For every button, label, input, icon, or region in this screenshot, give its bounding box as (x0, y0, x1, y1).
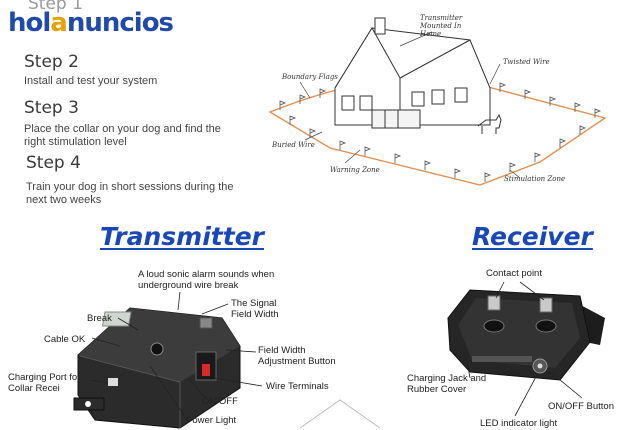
label-wire-terminals: Wire Terminals (266, 381, 329, 392)
step-3-title: Step 3 (24, 98, 79, 118)
label-charging-port: Charging Port for Collar Recei (8, 372, 81, 394)
label-on-off: ON/OFF (202, 396, 238, 407)
logo-part-1: hol (8, 8, 51, 38)
label-cable-ok: Cable OK (44, 334, 86, 345)
label-break: Break (87, 313, 112, 324)
site-logo[interactable]: holanuncios (8, 8, 174, 38)
step-2-title: Step 2 (24, 52, 79, 72)
logo-part-3: nuncios (66, 8, 174, 38)
label-field-width-btn: Field Width Adjustment Button (258, 345, 336, 367)
label-buried-wire: Buried Wire (272, 141, 315, 149)
label-on-off-button: ON/OFF Button (548, 401, 614, 412)
label-alarm: A loud sonic alarm sounds when undergrou… (138, 269, 275, 291)
transmitter-title: Transmitter (100, 222, 264, 251)
boundary-flags (279, 82, 602, 182)
step-4-title: Step 4 (26, 153, 81, 173)
label-contact-point: Contact point (486, 268, 542, 279)
label-signal-width: The Signal Field Width (231, 298, 279, 320)
label-twisted-wire: Twisted Wire (503, 58, 550, 66)
step-4-text: Train your dog in short sessions during … (26, 181, 234, 206)
logo-part-2: a (50, 8, 68, 38)
transmitter-body (73, 307, 241, 429)
step-2-text: Install and test your system (24, 75, 158, 87)
label-charging-jack: Charging Jack and Rubber Cover (407, 373, 487, 395)
house-illustration (334, 17, 491, 129)
label-stimulation-zone: Stimulation Zone (504, 175, 566, 183)
label-transmitter-mounted: Transmitter Mounted In Home (420, 14, 463, 38)
label-boundary-flags: Boundary Flags (282, 73, 338, 81)
label-power-light: Power Light (186, 415, 237, 426)
dog-illustration (477, 113, 502, 134)
label-led: LED indicator light (480, 418, 558, 429)
receiver-title: Receiver (472, 222, 593, 251)
label-warning-zone: Warning Zone (330, 166, 380, 174)
step-3-text: Place the collar on your dog and find th… (24, 123, 221, 148)
receiver-body (447, 289, 605, 381)
step-1-title: Step 1 (28, 0, 83, 14)
